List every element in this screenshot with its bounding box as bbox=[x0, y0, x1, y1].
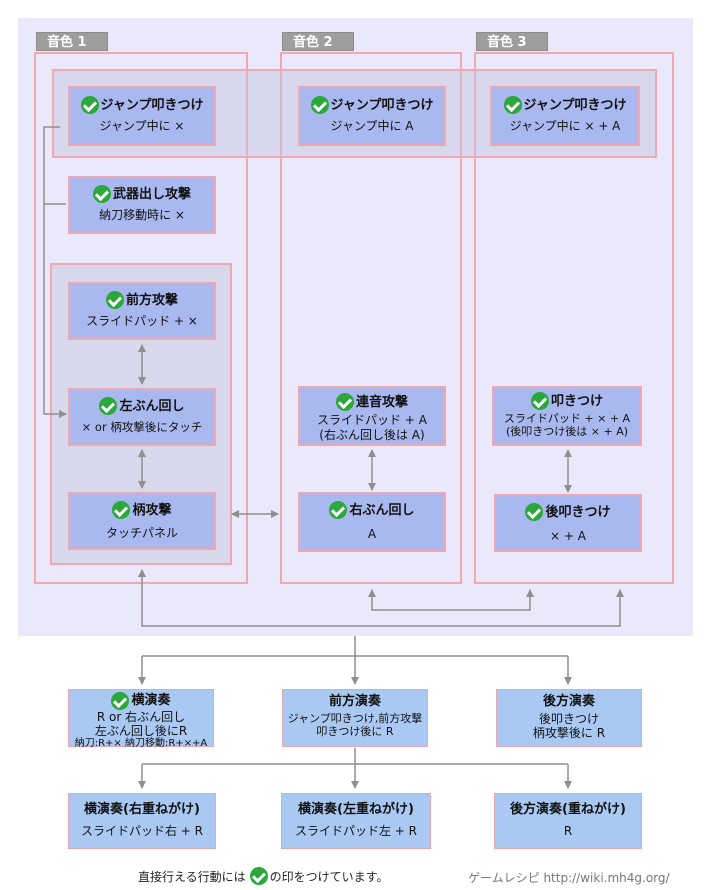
perf-title: 横演奏(左重ねがけ) bbox=[298, 802, 414, 817]
site-credit: ゲームレシピ http://wiki.mh4g.org/ bbox=[468, 871, 670, 885]
node-title: 前方攻撃 bbox=[125, 292, 178, 308]
perf-desc: 後叩きつけ bbox=[538, 712, 599, 726]
node-hilt-attack: 柄攻撃 タッチパネル bbox=[68, 492, 216, 550]
node-title: 後叩きつけ bbox=[545, 504, 611, 520]
tab-label: 音色 2 bbox=[293, 35, 333, 50]
node-desc: 納刀移動時に × bbox=[99, 208, 185, 222]
node-desc: スライドパッド + × + A bbox=[503, 412, 631, 425]
node-right-spin: 右ぶん回し A bbox=[298, 492, 446, 552]
node-desc: A bbox=[367, 527, 377, 541]
node-title: 連音攻撃 bbox=[355, 394, 408, 410]
node-rapid-attack: 連音攻撃 スライドパッド + A (右ぶん回し後は A) bbox=[298, 386, 446, 446]
perf-desc: R or 右ぶん回し bbox=[96, 710, 186, 724]
node-desc: ジャンプ中に × + A bbox=[509, 119, 621, 133]
tab-tone-2: 音色 2 bbox=[282, 32, 354, 51]
perf-title: 後方演奏 bbox=[542, 694, 595, 709]
node-title: 左ぶん回し bbox=[119, 398, 185, 414]
node-title: 武器出し攻撃 bbox=[112, 186, 191, 202]
node-forward-attack: 前方攻撃 スライドパッド + × bbox=[68, 282, 216, 340]
perf-title: 横演奏(右重ねがけ) bbox=[84, 802, 200, 817]
check-icon bbox=[99, 397, 118, 415]
perf-desc: ジャンプ叩きつけ,前方攻撃 bbox=[287, 712, 423, 725]
check-icon bbox=[249, 867, 268, 885]
perf-desc: 左ぶん回し後にR bbox=[94, 724, 188, 738]
perf-desc: 叩きつけ後に R bbox=[316, 725, 394, 738]
node-jump-slam-1: ジャンプ叩きつけ ジャンプ中に × bbox=[68, 86, 216, 146]
node-weapon-draw-attack: 武器出し攻撃 納刀移動時に × bbox=[68, 176, 216, 234]
node-title: ジャンプ叩きつけ bbox=[100, 97, 204, 113]
tab-tone-1: 音色 1 bbox=[36, 32, 108, 51]
perf-desc: 納刀:R+× 納刀移動:R+×+A bbox=[74, 738, 208, 749]
perf-desc: R bbox=[563, 824, 573, 838]
node-title: ジャンプ叩きつけ bbox=[330, 97, 434, 113]
check-icon bbox=[80, 96, 99, 114]
tab-tone-3: 音色 3 bbox=[476, 32, 548, 51]
node-jump-slam-2: ジャンプ叩きつけ ジャンプ中に A bbox=[298, 86, 446, 146]
node-slam: 叩きつけ スライドパッド + × + A (後叩きつけ後は × + A) bbox=[492, 386, 642, 446]
node-desc: スライドパッド + × bbox=[86, 314, 198, 328]
check-icon bbox=[111, 692, 130, 710]
node-title: ジャンプ叩きつけ bbox=[523, 97, 627, 113]
check-icon bbox=[310, 96, 329, 114]
node-desc: スライドパッド + A bbox=[317, 413, 427, 427]
perf-desc: スライドパッド左 + R bbox=[294, 824, 418, 838]
node-title: 叩きつけ bbox=[550, 393, 603, 409]
footer-note-text: の印をつけています。 bbox=[269, 869, 389, 884]
check-icon bbox=[92, 185, 111, 203]
perf-front: 前方演奏 ジャンプ叩きつけ,前方攻撃 叩きつけ後に R bbox=[282, 689, 428, 747]
node-title: 右ぶん回し bbox=[349, 502, 415, 518]
node-desc: (右ぶん回し後は A) bbox=[319, 428, 425, 442]
perf-title: 後方演奏(重ねがけ) bbox=[510, 802, 626, 817]
perf-side: 横演奏 R or 右ぶん回し 左ぶん回し後にR 納刀:R+× 納刀移動:R+×+… bbox=[68, 689, 214, 749]
node-desc: ジャンプ中に × bbox=[99, 119, 185, 133]
perf-desc: 柄攻撃後に R bbox=[532, 726, 606, 740]
node-desc: × or 柄攻撃後にタッチ bbox=[81, 420, 203, 434]
check-icon bbox=[329, 501, 348, 519]
perf-title: 前方演奏 bbox=[328, 694, 381, 709]
check-icon bbox=[503, 96, 522, 114]
node-desc: タッチパネル bbox=[105, 526, 178, 540]
check-icon bbox=[530, 392, 549, 410]
node-desc: (後叩きつけ後は × + A) bbox=[505, 425, 629, 438]
tab-label: 音色 3 bbox=[487, 35, 527, 50]
perf-side-left-overlay: 横演奏(左重ねがけ) スライドパッド左 + R bbox=[281, 793, 431, 849]
perf-title: 横演奏 bbox=[131, 693, 171, 708]
footer-note-text: 直接行える行動には bbox=[138, 869, 246, 884]
node-back-slam: 後叩きつけ × + A bbox=[494, 494, 642, 552]
tab-label: 音色 1 bbox=[47, 35, 87, 50]
node-desc: ジャンプ中に A bbox=[330, 119, 414, 133]
perf-back: 後方演奏 後叩きつけ 柄攻撃後に R bbox=[496, 689, 642, 747]
perf-desc: スライドパッド右 + R bbox=[80, 824, 204, 838]
check-icon bbox=[112, 501, 131, 519]
node-title: 柄攻撃 bbox=[132, 502, 172, 518]
check-icon bbox=[335, 393, 354, 411]
perf-side-right-overlay: 横演奏(右重ねがけ) スライドパッド右 + R bbox=[68, 793, 216, 849]
check-icon bbox=[525, 503, 544, 521]
perf-back-overlay: 後方演奏(重ねがけ) R bbox=[494, 793, 642, 849]
footer-note: 直接行える行動には の印をつけています。 bbox=[138, 867, 388, 885]
check-icon bbox=[105, 291, 124, 309]
node-jump-slam-3: ジャンプ叩きつけ ジャンプ中に × + A bbox=[490, 86, 640, 146]
node-desc: × + A bbox=[550, 529, 586, 543]
node-left-spin: 左ぶん回し × or 柄攻撃後にタッチ bbox=[68, 388, 216, 446]
